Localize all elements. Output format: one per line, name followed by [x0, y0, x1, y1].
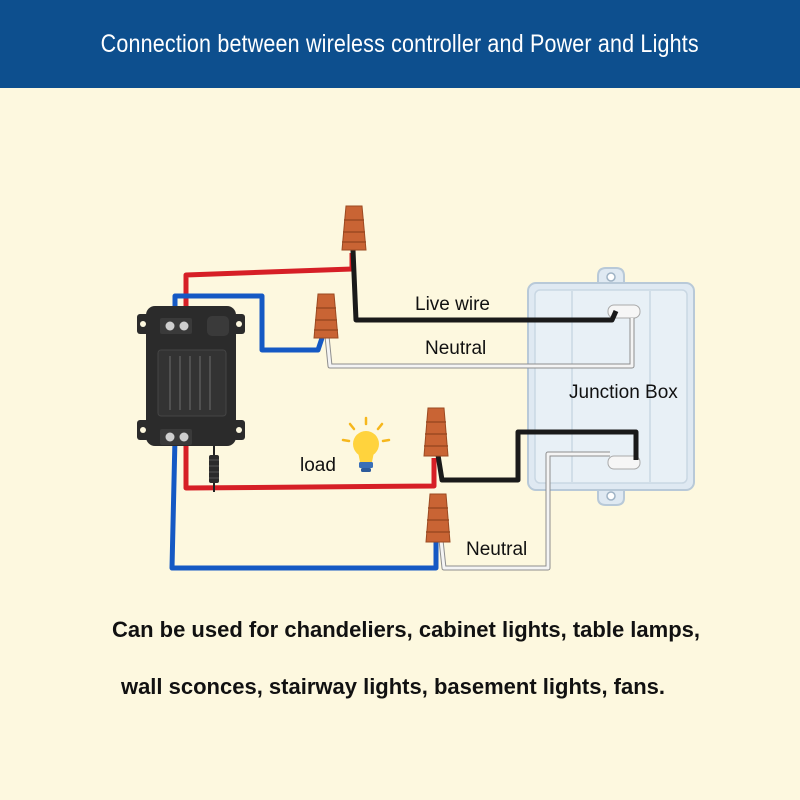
neutral-label-top: Neutral	[425, 338, 486, 359]
junction-box	[527, 267, 695, 506]
neutral-wire-in	[172, 293, 325, 353]
antenna-coil	[209, 446, 219, 492]
black-live-wire	[350, 249, 619, 323]
wire-nut-live	[341, 205, 367, 251]
neutral-wire-load	[169, 437, 439, 571]
title-banner: Connection between wireless controller a…	[0, 0, 800, 88]
white-neutral-wire-bottom-core	[439, 452, 610, 570]
light-bulb-icon	[341, 416, 391, 472]
neutral-label-bottom: Neutral	[466, 539, 527, 560]
live-wire-label: Live wire	[415, 294, 490, 315]
load-label: load	[300, 455, 336, 476]
wire-nut-neutral	[313, 293, 339, 339]
wire-nut-neutral-load	[425, 493, 451, 543]
wire-nut-load	[423, 407, 449, 457]
wiring-diagram: Live wire Neutral Junction Box load Neut…	[137, 205, 695, 571]
usage-caption-line-2: wall sconces, stairway lights, basement …	[120, 674, 666, 699]
usage-caption-line-1: Can be used for chandeliers, cabinet lig…	[111, 617, 701, 642]
live-wire-load	[183, 438, 437, 491]
wireless-controller	[137, 306, 245, 446]
page-title: Connection between wireless controller a…	[100, 29, 700, 58]
black-load-wire	[435, 429, 639, 483]
junction-box-label: Junction Box	[569, 382, 678, 403]
white-neutral-wire-top-core	[325, 318, 634, 368]
